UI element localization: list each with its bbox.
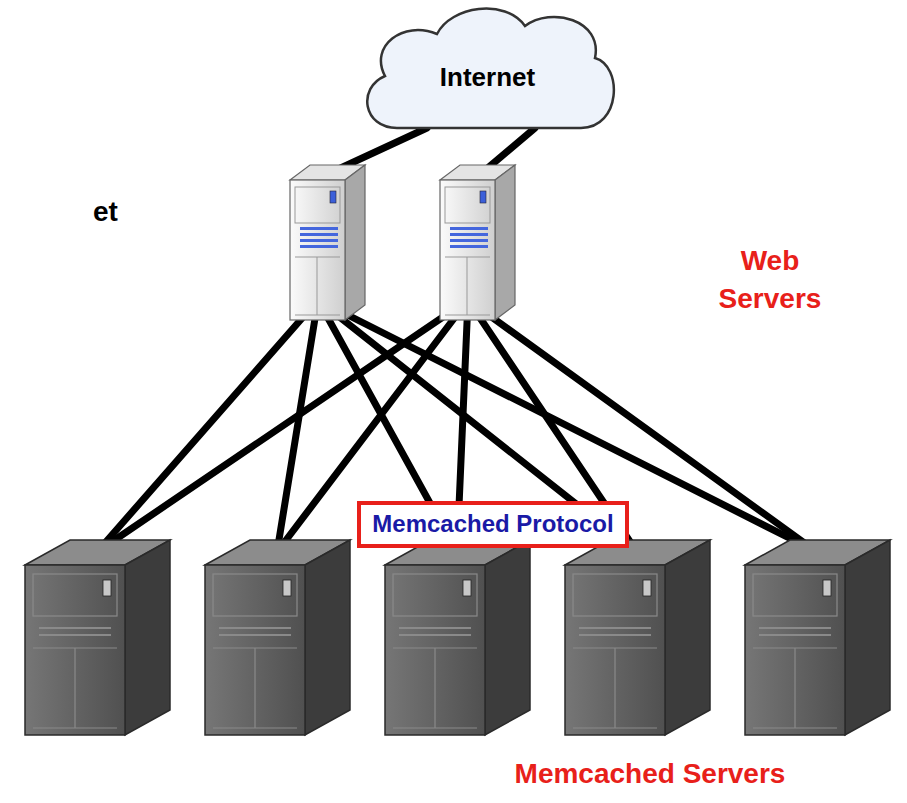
node-label: Web Servers [700, 242, 840, 318]
network-link [318, 300, 637, 552]
cut-off-text: et [93, 196, 118, 228]
protocol-box: Memcached Protocol [357, 501, 629, 548]
memcached-server-group: Memcached Servers [20, 535, 895, 800]
network-link [318, 300, 817, 552]
node-label: Memcached Servers [480, 757, 820, 791]
node-label: Memcached Protocol [372, 510, 613, 539]
web-server-group: Web Servers [285, 160, 875, 330]
cloud-node: Internet [355, 0, 620, 138]
node-label: Internet [440, 62, 535, 93]
